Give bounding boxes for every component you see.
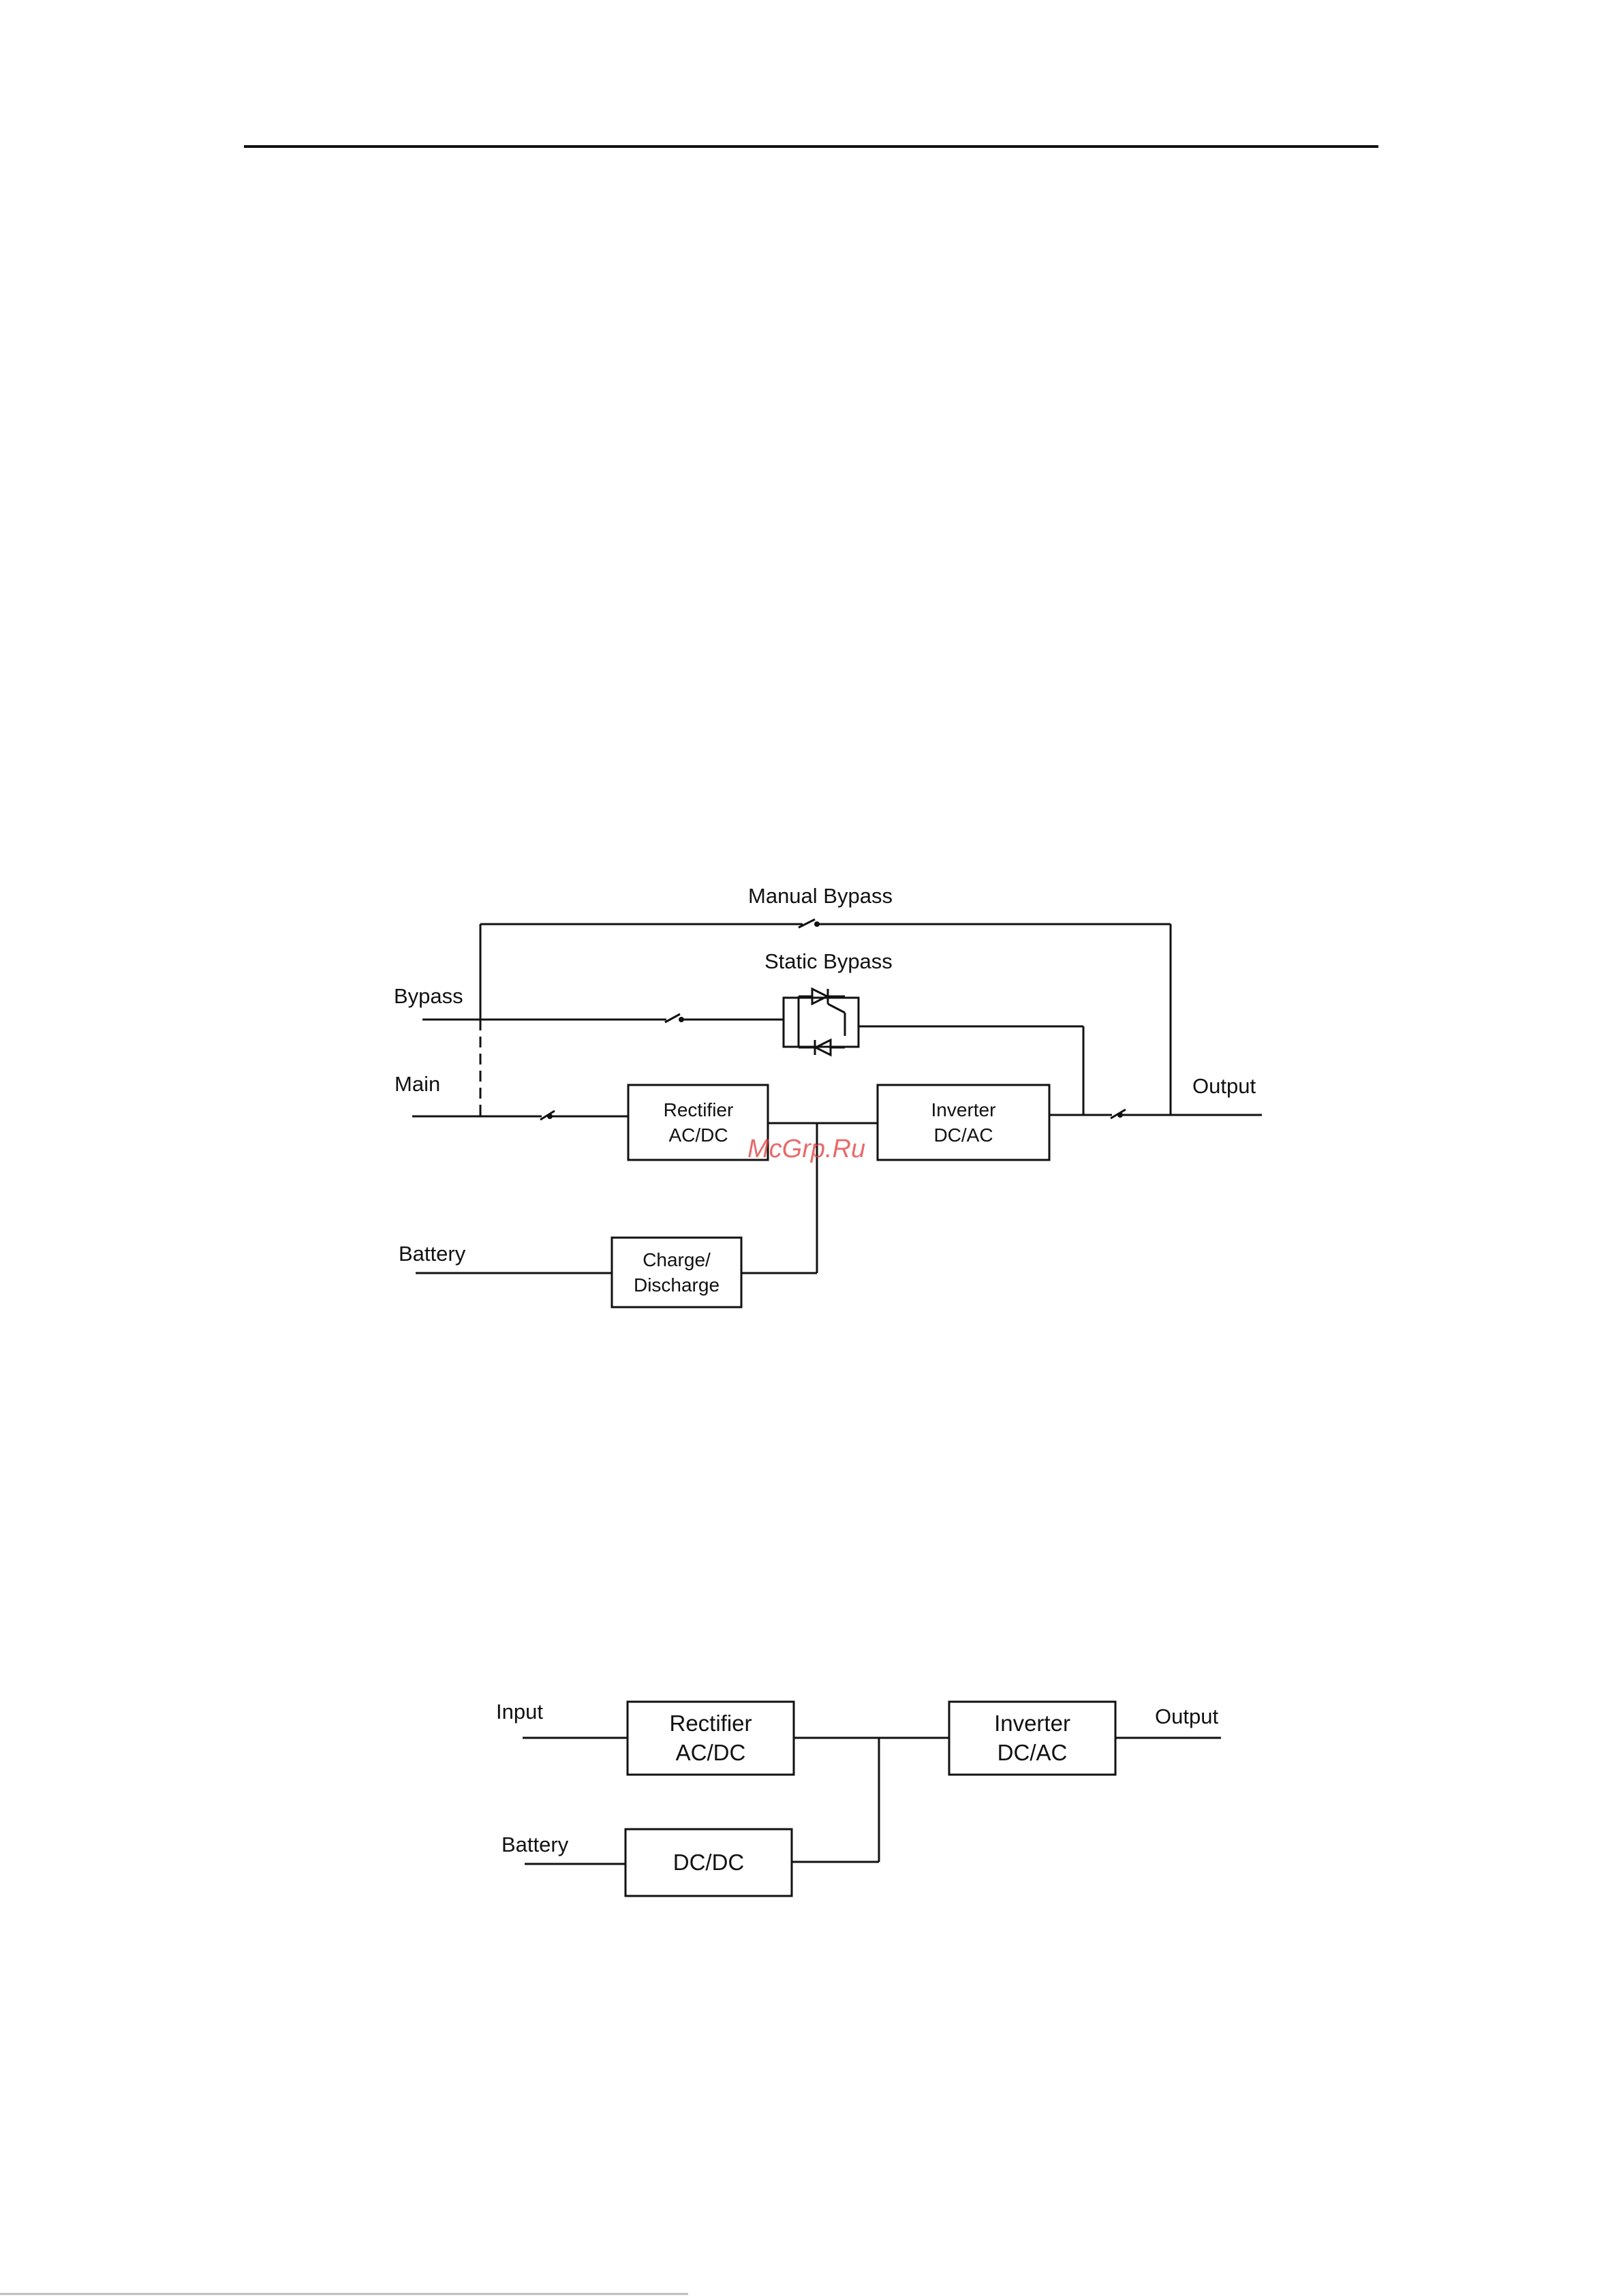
charge-line-2: Discharge [634, 1274, 720, 1296]
output-label: Output [1192, 1074, 1256, 1098]
rectifier-line-1: Rectifier [664, 1099, 734, 1120]
rectifier2-line-2: AC/DC [676, 1740, 746, 1765]
watermark: McGrp.Ru [747, 1135, 865, 1163]
dcdc-block: DC/DC [625, 1829, 792, 1896]
main-label: Main [395, 1072, 440, 1096]
static-bypass-thyristor-icon [784, 989, 859, 1055]
inverter-line-1: Inverter [931, 1099, 996, 1120]
rectifier2-line-1: Rectifier [669, 1711, 752, 1736]
diagram-1: Manual Bypass Bypass Static Bypass [394, 884, 1262, 1307]
rectifier-block-2: Rectifier AC/DC [628, 1702, 794, 1775]
inverter2-line-1: Inverter [994, 1711, 1070, 1736]
charge-discharge-block: Charge/ Discharge [612, 1238, 741, 1307]
output-label-2: Output [1155, 1704, 1218, 1728]
charge-line-1: Charge/ [643, 1249, 711, 1270]
static-bypass-label: Static Bypass [764, 949, 893, 973]
bypass-switch-icon [665, 1014, 684, 1022]
inverter-line-2: DC/AC [933, 1124, 993, 1146]
inverter-block: Inverter DC/AC [878, 1085, 1049, 1160]
inverter2-line-2: DC/AC [998, 1740, 1068, 1765]
battery-label: Battery [399, 1242, 466, 1266]
main-path [412, 1109, 1262, 1273]
rectifier-line-2: AC/DC [668, 1124, 728, 1146]
bypass-label: Bypass [394, 984, 463, 1008]
diagram-2: Input Output Battery Rectifier AC/DC Inv… [496, 1700, 1221, 1896]
dcdc-label: DC/DC [673, 1850, 745, 1875]
battery-label-2: Battery [501, 1833, 569, 1856]
input-label-2: Input [496, 1700, 543, 1724]
inverter-block-2: Inverter DC/AC [949, 1702, 1115, 1775]
manual-bypass-label: Manual Bypass [748, 884, 893, 908]
